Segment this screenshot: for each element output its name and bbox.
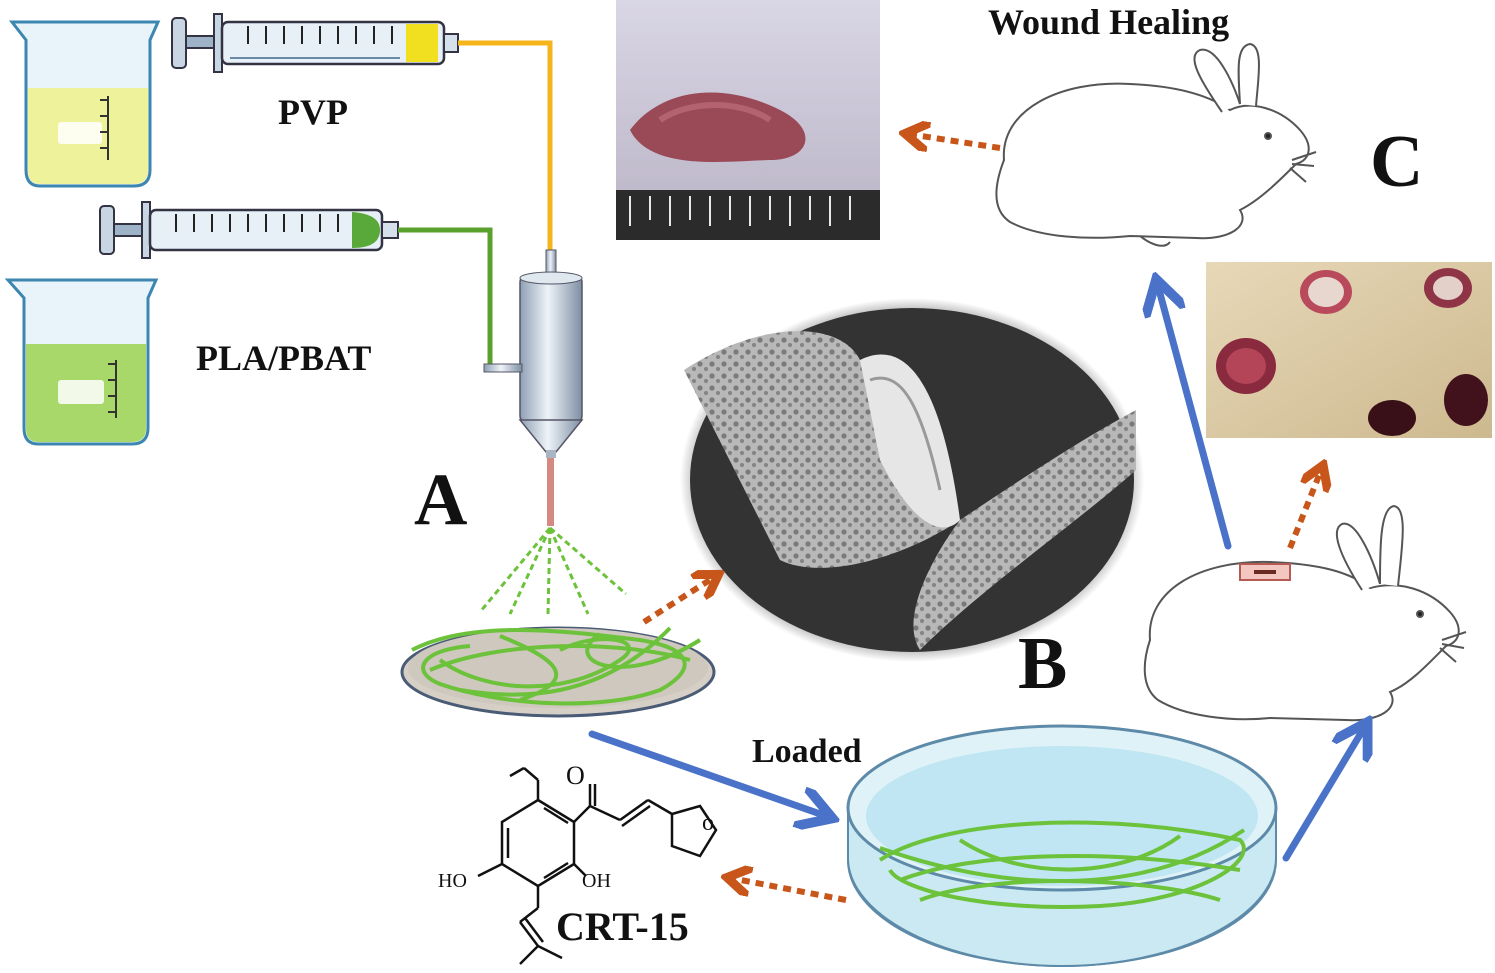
syringe-icon (171, 13, 459, 73)
fiber-patch (1239, 563, 1291, 581)
hydroxyl-label-left: HO (438, 870, 467, 892)
arrow-to-wound1 (908, 134, 1001, 148)
arrow-to-compound (730, 878, 847, 903)
beaker-icon (8, 20, 161, 188)
svg-text:O: O (566, 761, 585, 790)
arrow-to-loaded (588, 730, 826, 816)
arrow-to-sem (642, 576, 716, 625)
syringe-icon (99, 201, 399, 259)
sem-image (680, 298, 1144, 662)
beaker-icon (4, 278, 159, 446)
svg-text:o: o (702, 810, 714, 836)
polymer-jet (547, 458, 554, 526)
wound-photo (1206, 262, 1492, 438)
wound-photo (616, 0, 880, 240)
hydroxyl-label-right: OH (582, 870, 611, 892)
chemical-structure (477, 766, 718, 965)
spinneret-icon (483, 249, 584, 458)
pla-pbat-label: PLA/PBAT (196, 338, 371, 378)
fiber-spray (478, 526, 627, 615)
rabbit-icon (1143, 504, 1467, 722)
collector-icon (400, 626, 716, 718)
pvp-feed-line (458, 40, 553, 254)
loaded-label: Loaded (752, 733, 862, 770)
pla-feed-line (398, 227, 520, 371)
petri-dish-icon (846, 724, 1278, 968)
arrow-to-healing (1158, 286, 1232, 550)
arrow-to-wound2 (1287, 468, 1322, 550)
compound-label: CRT-15 (556, 904, 689, 949)
panel-a-label: A (414, 459, 467, 541)
panel-c-label: C (1370, 121, 1423, 203)
panel-b-label: B (1018, 623, 1067, 705)
pvp-label: PVP (278, 92, 348, 132)
arrow-to-rabbit (1282, 728, 1364, 862)
rabbit-icon (995, 42, 1317, 247)
wound-healing-label: Wound Healing (988, 2, 1229, 42)
